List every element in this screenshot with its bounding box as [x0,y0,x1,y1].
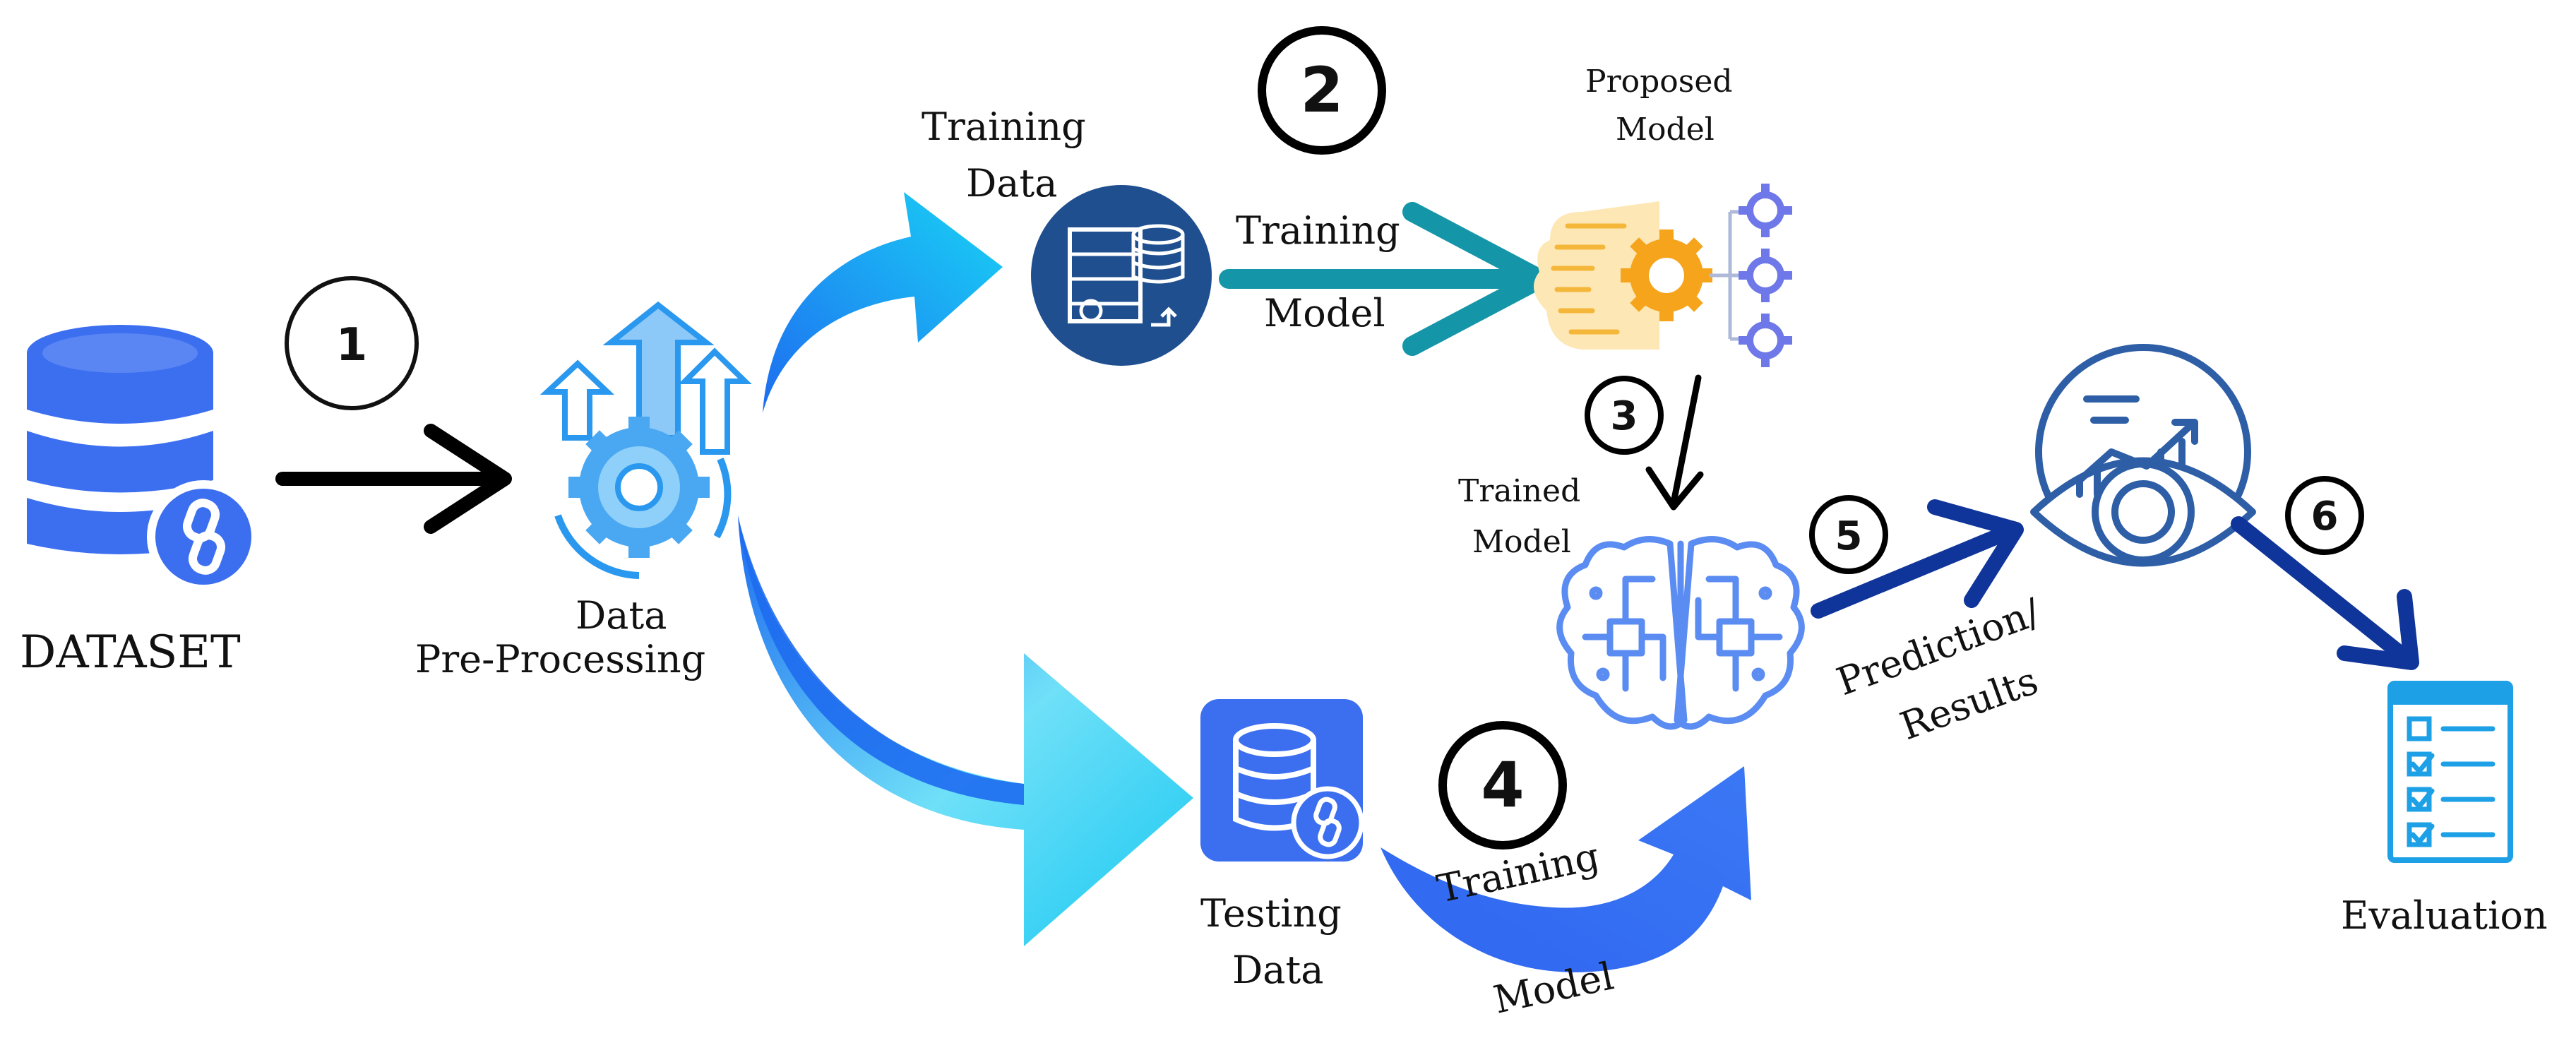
preprocessing-gear-icon [539,301,752,579]
arrow-proposed-to-trained-model [1645,374,1704,511]
dataset-label: DATASET [20,626,241,679]
step-4-number: 4 [1481,749,1524,821]
step-3-number: 3 [1611,393,1638,439]
evaluation-checklist-icon [2387,681,2513,863]
preprocessing-label-line1: Data [576,593,667,638]
step-5-number: 5 [1835,513,1863,559]
step-6-number: 6 [2311,494,2339,540]
step-6-badge: 6 [2285,476,2364,555]
arrow-testing-to-trained-model [1381,766,1751,972]
arrow-dataset-to-preprocessing [275,424,512,534]
arrow-to-training-data [763,192,1003,413]
testing-data-database-icon [1200,699,1364,862]
trained-model-brain-icon [1556,536,1805,730]
trained-model-label-line2: Model [1472,524,1571,560]
proposed-model-head-gears-icon [1534,184,1792,367]
evaluation-label: Evaluation [2341,893,2548,938]
training-data-server-icon [1031,185,1212,366]
training-model-top-line2: Model [1264,291,1385,335]
arrow-prediction-to-evaluation [2231,516,2419,670]
preprocessing-label-line2: Pre-Processing [415,637,705,681]
trained-model-label-line1: Trained [1458,473,1580,509]
step-1-badge: 1 [285,276,419,410]
testing-data-label-line1: Testing [1200,891,1342,936]
arrow-to-testing-data [738,515,1193,946]
step-1-number: 1 [336,319,368,371]
step-2-badge: 2 [1258,26,1386,155]
training-model-top-line1: Training [1236,208,1400,253]
step-2-number: 2 [1300,54,1343,126]
step-5-badge: 5 [1809,495,1888,574]
step-3-badge: 3 [1585,376,1664,455]
training-data-label-line1: Training [922,105,1086,149]
prediction-eye-analytics-icon [2030,344,2256,567]
proposed-model-label-line1: Proposed [1585,64,1733,100]
step-4-badge: 4 [1438,721,1567,850]
arrow-trained-to-prediction [1811,499,2024,619]
training-data-label-line2: Data [966,161,1057,205]
proposed-model-label-line2: Model [1616,112,1715,148]
testing-data-label-line2: Data [1232,948,1323,992]
link-icon [147,480,260,593]
